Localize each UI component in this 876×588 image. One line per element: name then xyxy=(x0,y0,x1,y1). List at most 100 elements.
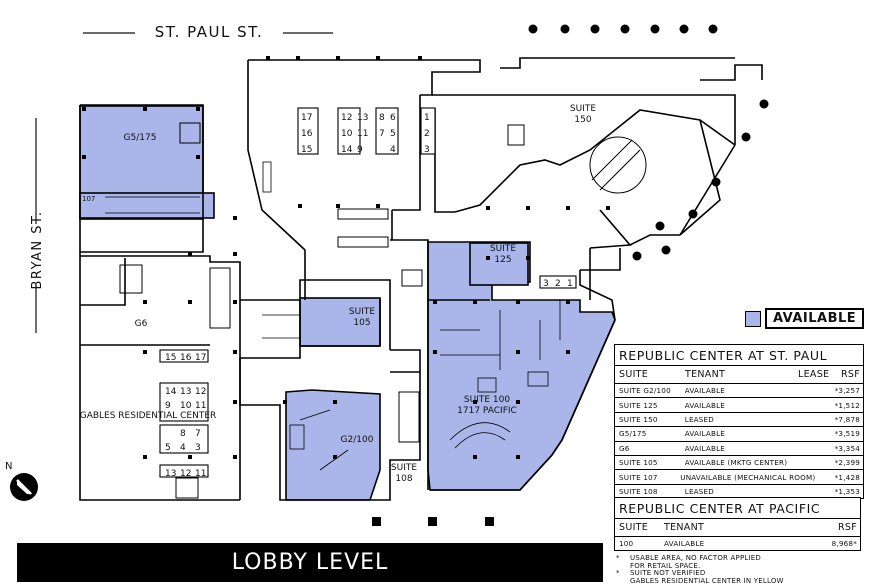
elevator-number: 4 xyxy=(390,145,396,155)
cell-tenant: AVAILABLE (MKTG CENTER) xyxy=(684,458,788,468)
cell-tenant: LEASED xyxy=(684,414,715,424)
elevator-number: 3 xyxy=(543,279,549,289)
table-republic-st-paul: REPUBLIC CENTER AT ST. PAUL SUITE TENANT… xyxy=(614,344,864,500)
header-rsf: RSF xyxy=(841,369,860,380)
elevator-number: 5 xyxy=(165,443,171,453)
header-suite: SUITE xyxy=(619,369,649,380)
cell-rsf: *2,399 xyxy=(834,458,860,468)
table-row: 100 AVAILABLE 8,968* xyxy=(615,537,860,550)
interior-walls xyxy=(105,161,561,471)
label-g5-175: G5/175 xyxy=(124,133,157,143)
elevator-number: 16 xyxy=(301,129,313,139)
footnote-mark: * xyxy=(616,569,620,578)
footnote: * USABLE AREA, NO FACTOR APPLIED xyxy=(616,554,784,563)
elevator-number: 13 xyxy=(165,469,176,479)
cell-suite: G6 xyxy=(619,443,630,453)
cell-tenant: AVAILABLE xyxy=(664,539,705,549)
street-bryan: BRYAN ST. xyxy=(30,118,45,333)
footnote-text: FOR RETAIL SPACE. xyxy=(630,561,701,570)
elevator-number: 11 xyxy=(195,401,206,411)
elevator-number: 10 xyxy=(180,401,192,411)
cell-suite: SUITE 105 xyxy=(619,458,658,468)
label-g2-100: G2/100 xyxy=(341,435,374,445)
elevator-number: 7 xyxy=(379,129,385,139)
cell-rsf: *1,512 xyxy=(834,400,860,410)
elevator-number: 14 xyxy=(165,387,177,397)
cell-rsf: *3,354 xyxy=(834,443,860,453)
legend-label: AVAILABLE xyxy=(765,308,865,329)
label-suite-108-a: SUITE xyxy=(391,463,417,473)
legend: AVAILABLE xyxy=(745,308,865,329)
label-suite-125-b: 125 xyxy=(494,255,511,265)
elevator-number: 8 xyxy=(379,113,385,123)
table-title: REPUBLIC CENTER AT ST. PAUL xyxy=(615,345,863,366)
table-title: REPUBLIC CENTER AT PACIFIC xyxy=(615,498,860,519)
elevator-number: 4 xyxy=(180,443,186,453)
elevator-number: 3 xyxy=(424,145,430,155)
elevator-number: 16 xyxy=(180,353,192,363)
table-row: SUITE 125 AVAILABLE *1,512 xyxy=(615,398,863,413)
elevator-number: 15 xyxy=(165,353,176,363)
elevator-number: 2 xyxy=(555,279,561,289)
label-suite-108-b: 108 xyxy=(395,474,412,484)
footnote-text: USABLE AREA, NO FACTOR APPLIED xyxy=(630,554,761,562)
table-header: SUITE TENANT RSF xyxy=(615,519,860,537)
elevator-number: 10 xyxy=(341,129,353,139)
elevator-number: 14 xyxy=(341,145,353,155)
elevator-number: 17 xyxy=(195,353,206,363)
cell-rsf: *3,257 xyxy=(834,386,860,396)
street-st-paul: ST. PAUL ST. xyxy=(83,23,333,41)
table-row: SUITE 105 AVAILABLE (MKTG CENTER) *2,399 xyxy=(615,456,863,471)
footnote-mark: * xyxy=(616,554,620,562)
elevator-numbers: 17 16 15 12 10 14 13 11 9 8 7 6 5 4 1 2 … xyxy=(301,113,430,155)
elevator-number: 8 xyxy=(180,429,186,439)
table-row: G6 AVAILABLE *3,354 xyxy=(615,442,863,456)
elevator-number: 7 xyxy=(195,429,201,439)
cell-suite: 100 xyxy=(619,539,634,549)
header-tenant: TENANT xyxy=(664,522,705,533)
structural-columns xyxy=(82,56,610,526)
cell-tenant: AVAILABLE xyxy=(684,429,726,439)
elevator-number: 11 xyxy=(195,469,206,479)
label-suite-150-a: SUITE xyxy=(570,104,596,114)
cell-tenant: AVAILABLE xyxy=(684,386,726,396)
elevator-number: 13 xyxy=(357,113,368,123)
elevator-number: 11 xyxy=(357,129,368,139)
header-tenant: TENANT xyxy=(685,369,726,380)
cell-tenant: AVAILABLE xyxy=(684,400,726,410)
elevator-number: 5 xyxy=(390,129,396,139)
label-suite-105-a: SUITE xyxy=(349,307,375,317)
building-walls xyxy=(79,57,763,501)
elevator-number: 1 xyxy=(567,279,573,289)
room-labels: G5/175 107 G6 GABLES RESIDENTIAL CENTER … xyxy=(80,104,597,484)
label-g6: G6 xyxy=(135,319,148,329)
footnote: GABLES RESIDENTIAL CENTER IN YELLOW xyxy=(616,576,784,586)
cell-suite: SUITE 125 xyxy=(619,400,658,410)
elevator-number: 12 xyxy=(180,469,191,479)
elevator-numbers-west: 15 16 17 14 13 12 9 10 11 8 7 5 4 3 13 1… xyxy=(165,279,573,479)
elevator-number: 12 xyxy=(341,113,352,123)
elevator-number: 3 xyxy=(195,443,201,453)
cell-tenant: LEASED xyxy=(684,486,715,496)
elevator-number: 15 xyxy=(301,145,312,155)
street-label-north: ST. PAUL ST. xyxy=(155,23,264,41)
table-row: SUITE 108 LEASED *1,353 xyxy=(615,485,863,498)
exterior-columns xyxy=(528,24,769,261)
footnote-text: GABLES RESIDENTIAL CENTER IN YELLOW xyxy=(630,576,784,585)
header-rsf: RSF xyxy=(838,522,857,533)
elevator-number: 17 xyxy=(301,113,312,123)
cell-tenant: AVAILABLE xyxy=(684,443,726,453)
elevator-cabs xyxy=(159,107,577,478)
label-suite-100-a: SUITE 100 xyxy=(464,395,510,405)
lobby-level-banner: LOBBY LEVEL xyxy=(17,543,603,582)
cell-tenant: UNAVAILABLE (MECHANICAL ROOM) xyxy=(680,472,816,482)
footnote: FOR RETAIL SPACE. xyxy=(616,561,784,571)
cell-rsf: *1,353 xyxy=(834,486,860,496)
cell-suite: SUITE 107 xyxy=(619,472,658,482)
label-suite-105-b: 105 xyxy=(353,318,370,328)
cell-suite: SUITE 108 xyxy=(619,486,658,496)
